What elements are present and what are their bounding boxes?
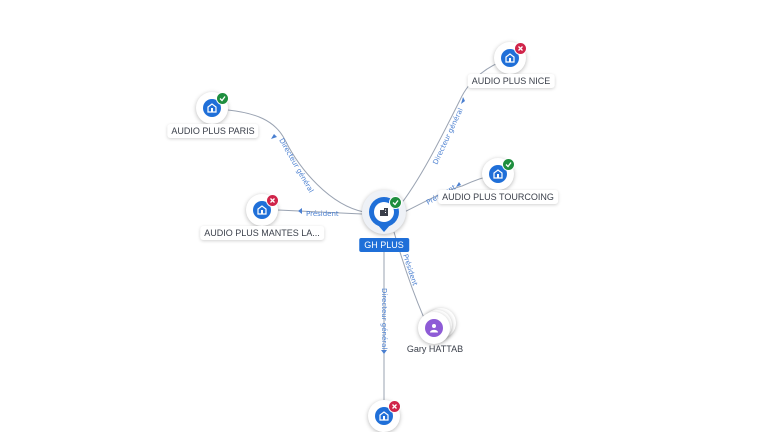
company-label-tourcoing[interactable]: AUDIO PLUS TOURCOING (438, 190, 558, 204)
edge-label-bottom: Directeur général (380, 288, 388, 349)
building-icon (505, 53, 515, 63)
building-icon (380, 208, 388, 216)
close-icon (514, 42, 527, 55)
arrow-paris (271, 134, 277, 139)
check-icon (502, 158, 515, 171)
company-label-paris[interactable]: AUDIO PLUS PARIS (167, 124, 259, 138)
company-label-mantes[interactable]: AUDIO PLUS MANTES LA... (200, 226, 324, 240)
edge-label-paris: Directeur général (277, 137, 315, 194)
arrow-tourcoing (456, 182, 461, 187)
company-node-bottom[interactable] (368, 400, 401, 432)
arrow-mantes (298, 208, 302, 214)
company-node-tourcoing[interactable] (482, 158, 515, 190)
edge-paris (227, 109, 365, 213)
person-node-hattab[interactable] (418, 308, 458, 344)
close-icon (266, 194, 279, 207)
center-pin (369, 197, 399, 227)
company-node-nice[interactable] (494, 42, 527, 74)
arrow-bottom (381, 350, 387, 354)
company-label-nice[interactable]: AUDIO PLUS NICE (467, 74, 555, 88)
building-icon (493, 169, 503, 179)
center-node[interactable] (362, 190, 408, 236)
arrow-nice (461, 97, 465, 104)
building-icon (379, 411, 389, 421)
edge-label-nice: Directeur général (432, 107, 465, 166)
close-icon (388, 400, 401, 413)
edge-mantes (277, 209, 363, 215)
company-node-mantes[interactable] (246, 194, 279, 226)
building-icon (257, 205, 267, 215)
center-node-label[interactable]: GH PLUS (359, 238, 409, 252)
edge-label-mantes: Président (306, 210, 339, 218)
edge-label-hattab: Président (401, 253, 419, 287)
person-icon (430, 324, 438, 333)
edge-nice (397, 59, 507, 209)
check-icon (216, 92, 229, 105)
company-node-paris[interactable] (196, 92, 229, 124)
check-icon (389, 196, 402, 209)
building-icon (207, 103, 217, 113)
person-label-hattab[interactable]: Gary HATTAB (406, 344, 464, 354)
